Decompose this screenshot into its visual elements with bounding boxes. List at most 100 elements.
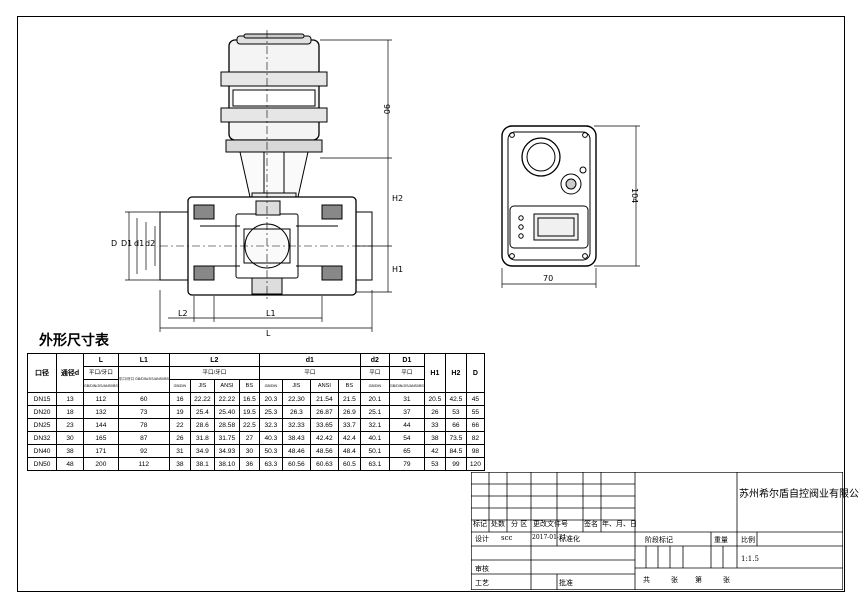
table-cell: 92 bbox=[117, 444, 170, 458]
header-L2-std: BS bbox=[238, 379, 260, 393]
table-cell: 98 bbox=[465, 444, 485, 458]
table-cell: 18 bbox=[56, 405, 84, 419]
tb-count: 处数 bbox=[491, 520, 505, 528]
table-cell: 27 bbox=[238, 431, 260, 445]
table-cell: 53 bbox=[444, 405, 467, 419]
table-cell: 22.22 bbox=[189, 392, 215, 406]
table-cell: DN25 bbox=[27, 418, 57, 432]
header-d2-std: GB/DIN bbox=[359, 379, 390, 393]
table-cell: 26.87 bbox=[309, 405, 339, 419]
table-cell: 82 bbox=[465, 431, 485, 445]
tb-approve: 批准 bbox=[559, 579, 573, 587]
tb-process: 工艺 bbox=[475, 579, 489, 587]
table-cell: 25.4 bbox=[189, 405, 215, 419]
table-cell: 53 bbox=[423, 457, 446, 471]
table-cell: 48.46 bbox=[281, 444, 311, 458]
table-cell: 33 bbox=[423, 418, 446, 432]
table-cell: 21.5 bbox=[337, 392, 361, 406]
header-bore: 通径d bbox=[56, 353, 84, 393]
header-L1-sub: 平口/牙口 GB/DIN/JIS/ANSI/BS bbox=[117, 366, 170, 393]
header-d1-std: GB/DIN bbox=[258, 379, 283, 393]
table-cell: 22.30 bbox=[281, 392, 311, 406]
tb-weight: 重量 bbox=[714, 536, 728, 544]
tb-date: 年、月、日 bbox=[602, 520, 637, 528]
table-cell: 60.63 bbox=[309, 457, 339, 471]
header-d1-sub: 平口 bbox=[258, 366, 361, 380]
table-cell: 20.1 bbox=[359, 392, 390, 406]
company-name: 苏州希尔盾自控阀业有限公司 bbox=[739, 489, 860, 500]
table-cell: DN15 bbox=[27, 392, 57, 406]
header-d1-std: BS bbox=[337, 379, 361, 393]
dim-label-d1: d1 bbox=[134, 239, 144, 248]
header-H1: H1 bbox=[423, 353, 446, 393]
dim-label-90: 90 bbox=[382, 104, 391, 114]
table-cell: 60 bbox=[117, 392, 170, 406]
header-L2-std: ANSI bbox=[213, 379, 240, 393]
dim-label-L2: L2 bbox=[178, 309, 188, 318]
table-cell: 54 bbox=[388, 431, 425, 445]
table-cell: 16.5 bbox=[238, 392, 260, 406]
table-cell: DN50 bbox=[27, 457, 57, 471]
table-cell: 38.10 bbox=[213, 457, 240, 471]
dim-label-104: 104 bbox=[630, 188, 639, 203]
header-d1: d1 bbox=[258, 353, 361, 367]
header-D1-sub: 平口 bbox=[388, 366, 425, 380]
table-cell: 31 bbox=[168, 444, 191, 458]
table-cell: 48.4 bbox=[337, 444, 361, 458]
table-cell: 73 bbox=[117, 405, 170, 419]
table-cell: 48.56 bbox=[309, 444, 339, 458]
table-cell: 25.3 bbox=[258, 405, 283, 419]
table-cell: 37 bbox=[388, 405, 425, 419]
tb-design-date: 2017-01-21 bbox=[532, 534, 567, 541]
table-cell: 42.5 bbox=[444, 392, 467, 406]
table-cell: 31 bbox=[388, 392, 425, 406]
table-cell: 132 bbox=[83, 405, 119, 419]
header-d2-sub: 平口 bbox=[359, 366, 390, 380]
table-cell: 200 bbox=[83, 457, 119, 471]
dim-label-70: 70 bbox=[543, 274, 553, 283]
table-cell: 31.8 bbox=[189, 431, 215, 445]
section-title: 外形尺寸表 bbox=[39, 333, 109, 349]
dim-label-D1: D1 bbox=[121, 239, 132, 248]
tb-change-no: 更改文件号 bbox=[533, 520, 568, 528]
header-H2: H2 bbox=[444, 353, 467, 393]
header-D: D bbox=[465, 353, 485, 393]
table-cell: 79 bbox=[388, 457, 425, 471]
header-d1-std: ANSI bbox=[309, 379, 339, 393]
table-cell: 50.1 bbox=[359, 444, 390, 458]
table-cell: 42.4 bbox=[337, 431, 361, 445]
table-cell: 22 bbox=[168, 418, 191, 432]
tb-review: 审核 bbox=[475, 565, 489, 573]
table-cell: DN32 bbox=[27, 431, 57, 445]
table-cell: 34.93 bbox=[213, 444, 240, 458]
tb-sheets: 张 bbox=[671, 576, 678, 584]
table-cell: 50.3 bbox=[258, 444, 283, 458]
dim-label-D: D bbox=[111, 239, 117, 248]
actuator-side-view bbox=[501, 125, 597, 267]
table-cell: 22.5 bbox=[238, 418, 260, 432]
table-cell: 171 bbox=[83, 444, 119, 458]
table-cell: DN20 bbox=[27, 405, 57, 419]
table-cell: 45 bbox=[465, 392, 485, 406]
table-cell: 38 bbox=[56, 444, 84, 458]
table-cell: 44 bbox=[388, 418, 425, 432]
header-L-std: GB/DIN/JIS/ANSI/BS bbox=[83, 379, 119, 393]
table-cell: 21.54 bbox=[309, 392, 339, 406]
table-cell: 73.5 bbox=[444, 431, 467, 445]
tb-mark: 标记 bbox=[473, 520, 487, 528]
table-cell: 55 bbox=[465, 405, 485, 419]
tb-stage-mark: 阶段标记 bbox=[645, 536, 673, 544]
header-d2: d2 bbox=[359, 353, 390, 367]
tb-sheets-2: 张 bbox=[723, 576, 730, 584]
table-cell: 99 bbox=[444, 457, 467, 471]
table-cell: 23 bbox=[56, 418, 84, 432]
table-cell: 19 bbox=[168, 405, 191, 419]
tb-standardize: 标准化 bbox=[559, 535, 580, 543]
table-cell: 28.58 bbox=[213, 418, 240, 432]
table-cell: 34.9 bbox=[189, 444, 215, 458]
